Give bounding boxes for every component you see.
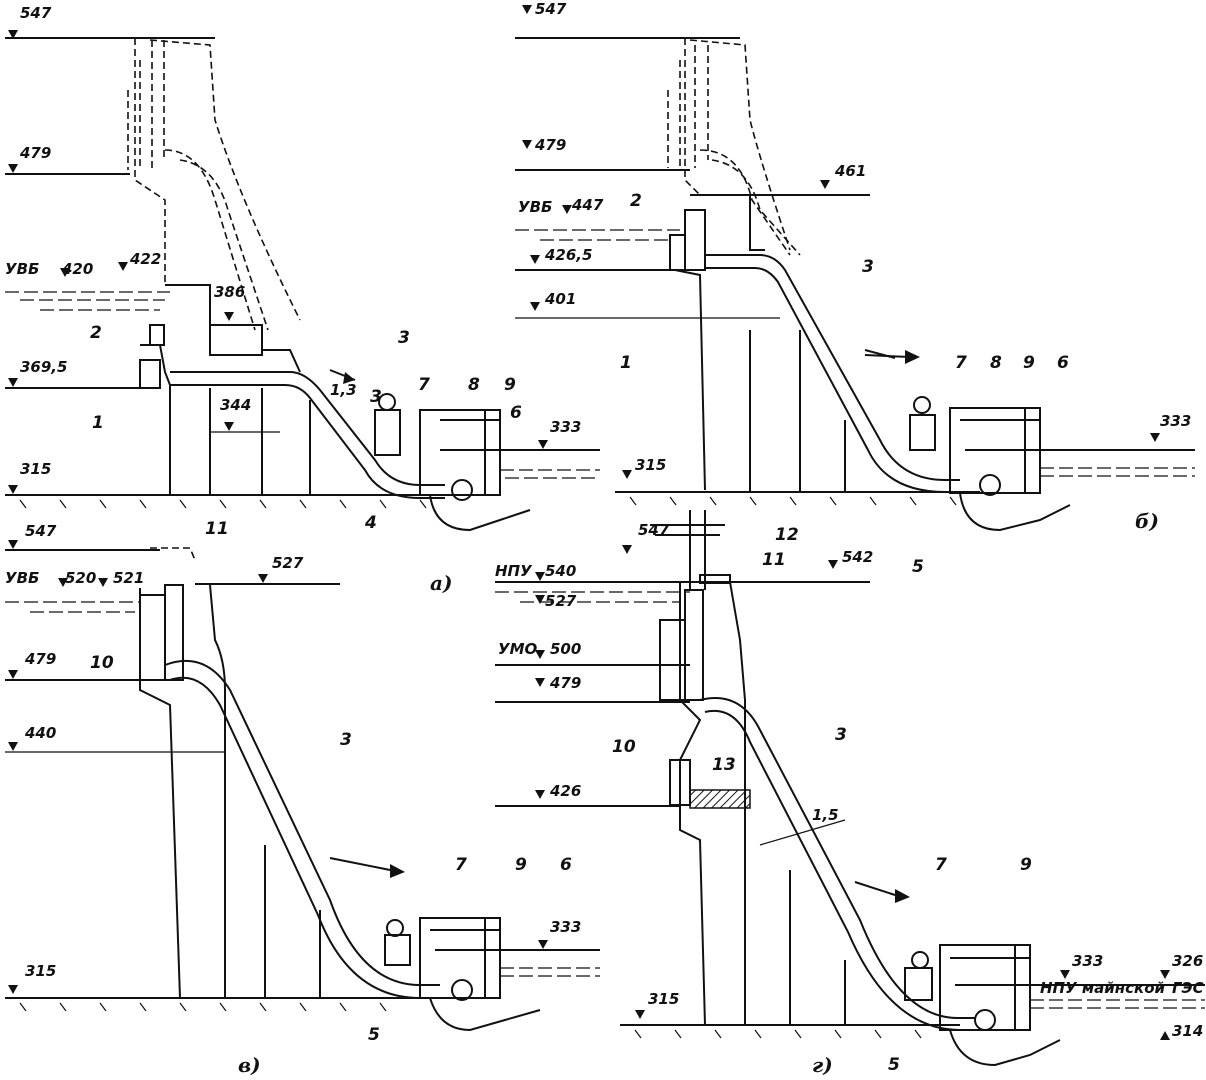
level-b-461: 461 bbox=[834, 162, 866, 180]
callout-b-6: 6 bbox=[1057, 353, 1069, 373]
callout-g-12: 12 bbox=[775, 525, 799, 545]
callout-a-3b: 3 bbox=[370, 387, 382, 407]
callout-a-7: 7 bbox=[418, 375, 430, 395]
level-a-333: 333 bbox=[550, 418, 581, 436]
level-b-401: 401 bbox=[544, 290, 576, 308]
level-a-369: 369,5 bbox=[20, 358, 67, 376]
callout-v-3: 3 bbox=[340, 730, 352, 750]
level-v-521: 521 bbox=[113, 569, 144, 587]
level-v-440: 440 bbox=[24, 724, 56, 742]
callout-b-1: 1 bbox=[620, 353, 632, 373]
note-g-npu-mainskoy: НПУ майнской bbox=[1040, 979, 1166, 997]
panel-v: 547 УВБ 520 521 527 479 440 333 315 11 1… bbox=[5, 519, 600, 1077]
callout-b-9: 9 bbox=[1023, 353, 1035, 373]
callout-g-3: 3 bbox=[835, 725, 847, 745]
callout-g-5: 5 bbox=[888, 1055, 900, 1075]
callout-v-10: 10 bbox=[90, 653, 114, 673]
callout-b-3: 3 bbox=[862, 257, 874, 277]
level-g-540: 540 bbox=[545, 562, 576, 580]
level-g-547: 547 bbox=[638, 521, 670, 539]
level-g-500: 500 bbox=[550, 640, 581, 658]
level-v-333: 333 bbox=[550, 918, 581, 936]
note-g-ges: ГЭС bbox=[1172, 979, 1204, 997]
callout-b-8: 8 bbox=[990, 353, 1002, 373]
level-b-uvb: УВБ bbox=[518, 198, 552, 216]
level-g-314: 314 bbox=[1172, 1022, 1203, 1040]
level-v-uvb: УВБ bbox=[5, 569, 39, 587]
level-v-315: 315 bbox=[25, 962, 56, 980]
level-a-uvb: УВБ bbox=[5, 260, 39, 278]
level-b-547: 547 bbox=[535, 0, 567, 18]
callout-v-6: 6 bbox=[560, 855, 572, 875]
callout-v-11: 11 bbox=[205, 519, 229, 539]
callout-v-9: 9 bbox=[515, 855, 527, 875]
callout-a-2: 2 bbox=[90, 323, 102, 343]
level-a-344: 344 bbox=[220, 396, 251, 414]
callout-g-13: 13 bbox=[712, 755, 736, 775]
level-b-447: 447 bbox=[571, 196, 604, 214]
level-g-umo: УМО bbox=[498, 640, 537, 658]
callout-a-9: 9 bbox=[504, 375, 516, 395]
level-a-315: 315 bbox=[20, 460, 51, 478]
level-g-315: 315 bbox=[648, 990, 679, 1008]
callout-a-6: 6 bbox=[510, 403, 522, 423]
callout-a-8: 8 bbox=[468, 375, 480, 395]
callout-a-3: 3 bbox=[398, 328, 410, 348]
callout-g-9: 9 bbox=[1020, 855, 1032, 875]
callout-b-2: 2 bbox=[630, 191, 642, 211]
level-g-426: 426 bbox=[549, 782, 581, 800]
level-b-315: 315 bbox=[635, 456, 666, 474]
level-g-333: 333 bbox=[1072, 952, 1103, 970]
level-b-426: 426,5 bbox=[544, 246, 592, 264]
level-a-386: 386 bbox=[214, 283, 245, 301]
caption-v: в) bbox=[238, 1053, 261, 1077]
level-a-547: 547 bbox=[20, 4, 52, 22]
level-v-520: 520 bbox=[65, 569, 96, 587]
level-a-479: 479 bbox=[19, 144, 51, 162]
level-v-547: 547 bbox=[25, 522, 57, 540]
level-g-542: 542 bbox=[842, 548, 873, 566]
callout-v-5: 5 bbox=[368, 1025, 380, 1045]
callout-g-7: 7 bbox=[935, 855, 947, 875]
callout-a-4: 4 bbox=[364, 513, 377, 533]
level-a-420: 420 bbox=[61, 260, 93, 278]
panel-g: 547 542 НПУ 540 527 УМО 500 479 426 333 … bbox=[495, 510, 1205, 1077]
panel-b: 547 479 461 УВБ 447 426,5 401 333 315 2 … bbox=[515, 0, 1195, 577]
callout-b-7: 7 bbox=[955, 353, 967, 373]
level-v-479: 479 bbox=[24, 650, 56, 668]
level-g-479: 479 bbox=[549, 674, 581, 692]
callout-a-1: 1 bbox=[92, 413, 104, 433]
caption-a: а) bbox=[430, 571, 452, 595]
callout-g-10: 10 bbox=[612, 737, 636, 757]
slope-g: 1,5 bbox=[812, 806, 839, 824]
callout-g-11: 11 bbox=[762, 550, 786, 570]
level-g-npu: НПУ bbox=[495, 562, 533, 580]
caption-b: б) bbox=[1135, 509, 1159, 533]
slope-a: 1,3 bbox=[330, 381, 357, 399]
level-g-326: 326 bbox=[1172, 952, 1203, 970]
caption-g: г) bbox=[812, 1053, 833, 1077]
level-b-479: 479 bbox=[534, 136, 566, 154]
level-g-527: 527 bbox=[545, 592, 577, 610]
level-v-527: 527 bbox=[272, 554, 304, 572]
callout-b-5: 5 bbox=[912, 557, 924, 577]
panel-a: 547 479 УВБ 420 422 386 369,5 344 333 31… bbox=[5, 4, 600, 595]
level-b-333: 333 bbox=[1160, 412, 1191, 430]
level-a-422: 422 bbox=[129, 250, 161, 268]
callout-v-7: 7 bbox=[455, 855, 467, 875]
